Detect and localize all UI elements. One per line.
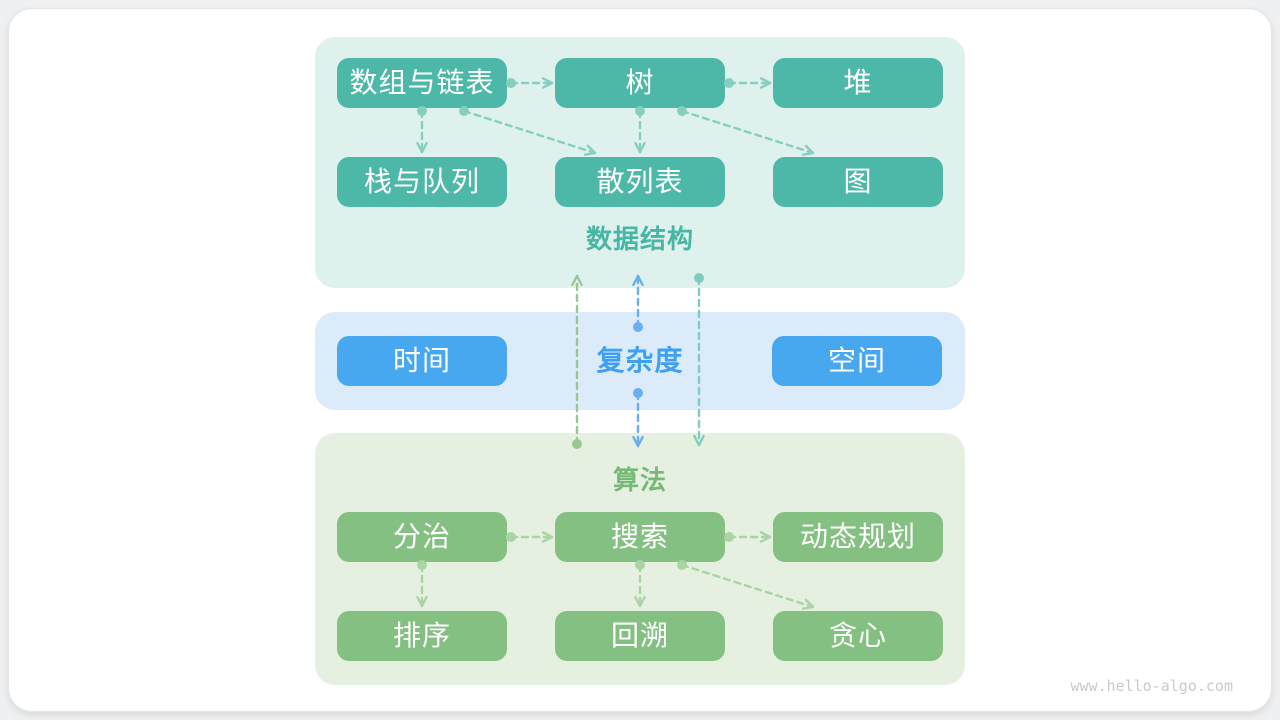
label-complexity: 复杂度 [596, 344, 684, 377]
node-arrays-linked-lists: 数组与链表 [337, 58, 507, 108]
node-space: 空间 [772, 336, 942, 386]
node-sorting: 排序 [337, 611, 507, 661]
node-greedy: 贪心 [773, 611, 943, 661]
node-dynamic-programming: 动态规划 [773, 512, 943, 562]
node-hash-table: 散列表 [555, 157, 725, 207]
watermark: www.hello-algo.com [1070, 677, 1233, 695]
node-stack-queue: 栈与队列 [337, 157, 507, 207]
node-graph: 图 [773, 157, 943, 207]
node-backtracking: 回溯 [555, 611, 725, 661]
node-time: 时间 [337, 336, 507, 386]
label-data-structures: 数据结构 [585, 225, 694, 255]
node-tree: 树 [555, 58, 725, 108]
node-search: 搜索 [555, 512, 725, 562]
node-divide-conquer: 分治 [337, 512, 507, 562]
label-algorithms: 算法 [612, 466, 667, 496]
node-heap: 堆 [773, 58, 943, 108]
